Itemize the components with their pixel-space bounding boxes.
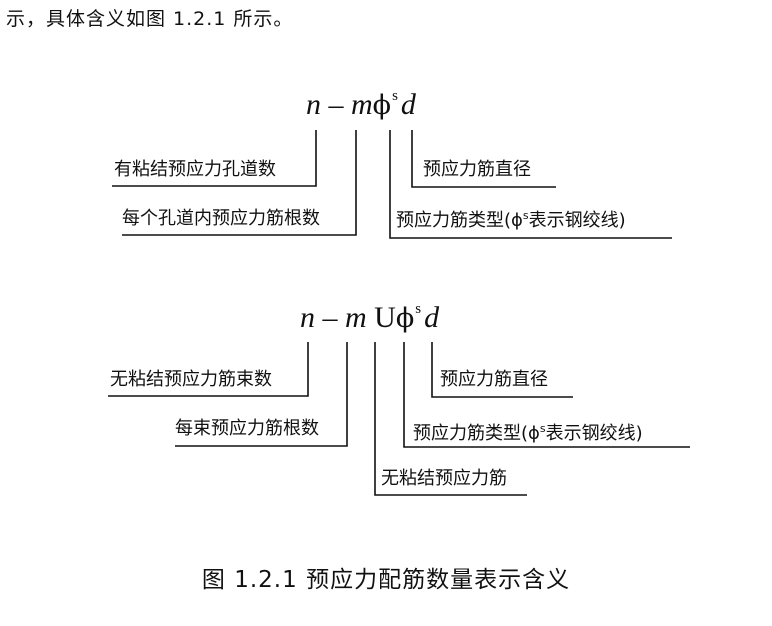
connector-diameter-1 — [411, 130, 556, 188]
connector-type-2 — [403, 342, 690, 448]
label-type-suffix-2: 表示钢绞线) — [545, 423, 643, 444]
label-unbonded-tendon: 无粘结预应力筋 — [381, 468, 507, 489]
intro-text: 示，具体含义如图 1.2.1 所示。 — [6, 8, 294, 30]
connector-per-duct — [122, 130, 357, 236]
formula2-dash: – — [322, 301, 338, 334]
formula-m: m — [351, 88, 373, 121]
figure-caption: 图 1.2.1 预应力配筋数量表示含义 — [201, 567, 571, 593]
label-tendon-type-2: 预应力筋类型(ϕs表示钢绞线) — [413, 423, 643, 443]
formula-d: d — [400, 88, 416, 121]
formula-phi: ϕ — [372, 90, 392, 121]
formula-dash: – — [328, 88, 344, 121]
formula2-d: d — [424, 301, 440, 334]
label-tendon-diameter-1: 预应力筋直径 — [423, 159, 531, 180]
formula2-n: n — [300, 301, 315, 334]
label-tendons-per-bundle: 每束预应力筋根数 — [175, 418, 319, 439]
label-type-s-1: s — [522, 209, 529, 222]
formula2-u: U — [374, 301, 396, 334]
label-type-s-2: s — [539, 422, 546, 435]
formula2-s: s — [415, 301, 422, 317]
label-type-phi-2: ϕ — [528, 423, 540, 444]
label-tendons-per-duct: 每个孔道内预应力筋根数 — [122, 208, 320, 229]
label-unbonded-bundle-count: 无粘结预应力筋束数 — [110, 369, 272, 390]
connector-per-bundle — [175, 342, 348, 447]
formula-n: n — [306, 88, 321, 121]
label-bonded-duct-count: 有粘结预应力孔道数 — [114, 159, 276, 180]
connector-unbonded-count — [108, 342, 309, 397]
label-type-prefix-1: 预应力筋类型( — [396, 210, 512, 231]
connector-unbonded-tendon — [374, 342, 527, 496]
formula2-phi: ϕ — [395, 303, 415, 334]
label-type-suffix-1: 表示钢绞线) — [528, 210, 626, 231]
formula-s: s — [392, 88, 398, 104]
connector-bonded-count — [112, 130, 317, 187]
label-type-phi-1: ϕ — [511, 210, 523, 231]
label-tendon-diameter-2: 预应力筋直径 — [440, 369, 548, 390]
connector-diameter-2 — [431, 342, 573, 398]
label-tendon-type-1: 预应力筋类型(ϕs表示钢绞线) — [396, 210, 626, 230]
connector-type-1 — [389, 130, 672, 239]
formula2-m: m — [345, 301, 367, 334]
label-type-prefix-2: 预应力筋类型( — [413, 423, 529, 444]
